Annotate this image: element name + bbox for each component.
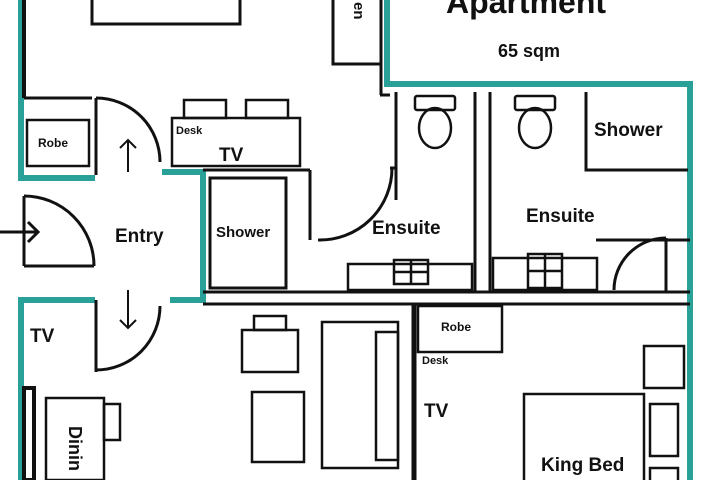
tv-living-label: TV	[30, 326, 55, 347]
floor-area: 65 sqm	[498, 41, 561, 61]
bedroom-cabinets	[642, 344, 686, 480]
toilet-icon	[513, 94, 557, 150]
ensuite-door-left	[317, 166, 396, 242]
sofa	[320, 320, 400, 470]
sink-icon	[392, 258, 430, 286]
bed-top	[22, 0, 242, 98]
bottom-door	[94, 300, 162, 372]
desk-top-label: Desk	[176, 125, 203, 137]
robe-bottom	[416, 304, 504, 354]
desk-top	[170, 98, 302, 168]
ensuite-left-label: Ensuite	[372, 218, 441, 239]
kitchen-cabinet	[331, 0, 383, 66]
top-door	[94, 96, 162, 175]
outer-walls	[18, 0, 693, 480]
robe-bottom-label: Robe	[441, 320, 471, 334]
dining-table	[22, 386, 122, 480]
king-bed-label: King Bed	[541, 455, 625, 476]
arrow-up-icon	[119, 138, 137, 172]
arrow-down-icon	[119, 290, 137, 330]
entry-label: Entry	[115, 226, 164, 247]
tv-top-label: TV	[219, 145, 244, 166]
entry-arrow-icon	[0, 220, 41, 244]
ensuite-right-label: Ensuite	[526, 206, 595, 227]
interior-walls	[24, 0, 690, 480]
shower-right	[584, 92, 688, 172]
sink-icon	[526, 252, 564, 290]
shower-left	[208, 176, 288, 290]
toilet-icon	[413, 94, 457, 150]
kitchen-label: en	[350, 2, 367, 20]
robe-top-left	[25, 118, 91, 168]
tv-bedroom-label: TV	[424, 401, 449, 422]
shower-right-label: Shower	[594, 120, 663, 141]
ensuite-door-right	[612, 236, 668, 292]
robe-top-label: Robe	[38, 136, 68, 150]
page-title: Apartment	[446, 0, 607, 20]
coffee-table	[250, 390, 306, 464]
shower-left-label: Shower	[216, 224, 271, 241]
desk-bottom-label: Desk	[422, 355, 449, 367]
armchair	[240, 314, 300, 374]
king-bed	[522, 392, 646, 480]
dining-label: Dinin	[65, 426, 85, 471]
